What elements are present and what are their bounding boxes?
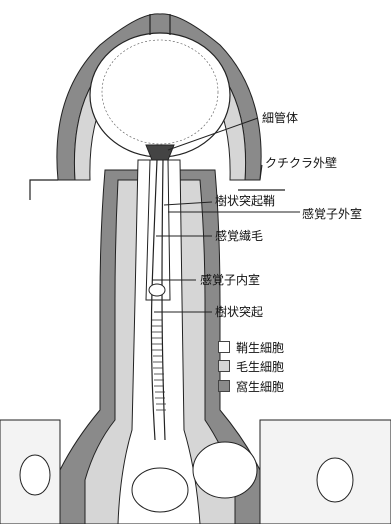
- label-sensory-cilium: 感覚繊毛: [215, 229, 263, 243]
- cell-nucleus-far-right: [317, 458, 353, 502]
- shaft-interior: [146, 160, 170, 300]
- basal-body: [149, 284, 165, 296]
- legend-swatch-trichogen: [218, 360, 230, 372]
- label-tubular-body: 細管体: [262, 111, 298, 125]
- legend-item: 毛生細胞: [218, 358, 284, 374]
- label-outer-lymph: 感覚子外室: [302, 207, 362, 221]
- legend-label: 鞘生細胞: [236, 339, 284, 356]
- legend-label: 毛生細胞: [236, 358, 284, 375]
- cuticle-hook-left: [30, 180, 58, 200]
- label-cuticle-wall: クチクラ外壁: [265, 156, 337, 170]
- label-dendrite-sheath: 樹状突起鞘: [215, 194, 275, 208]
- legend-swatch-thecogen: [218, 341, 230, 353]
- legend-label: 窩生細胞: [236, 378, 284, 395]
- sensillum-lumen: [90, 33, 230, 157]
- label-dendrite: 樹状突起: [215, 305, 263, 319]
- cell-nucleus-center: [132, 468, 188, 512]
- legend-item: 窩生細胞: [218, 378, 284, 394]
- cell-nucleus-right: [193, 442, 257, 498]
- tubular-body: [146, 145, 174, 160]
- legend-swatch-socket: [218, 380, 230, 392]
- legend-item: 鞘生細胞: [218, 339, 284, 355]
- cell-nucleus-left: [20, 455, 50, 495]
- label-inner-lymph: 感覚子内室: [200, 273, 260, 287]
